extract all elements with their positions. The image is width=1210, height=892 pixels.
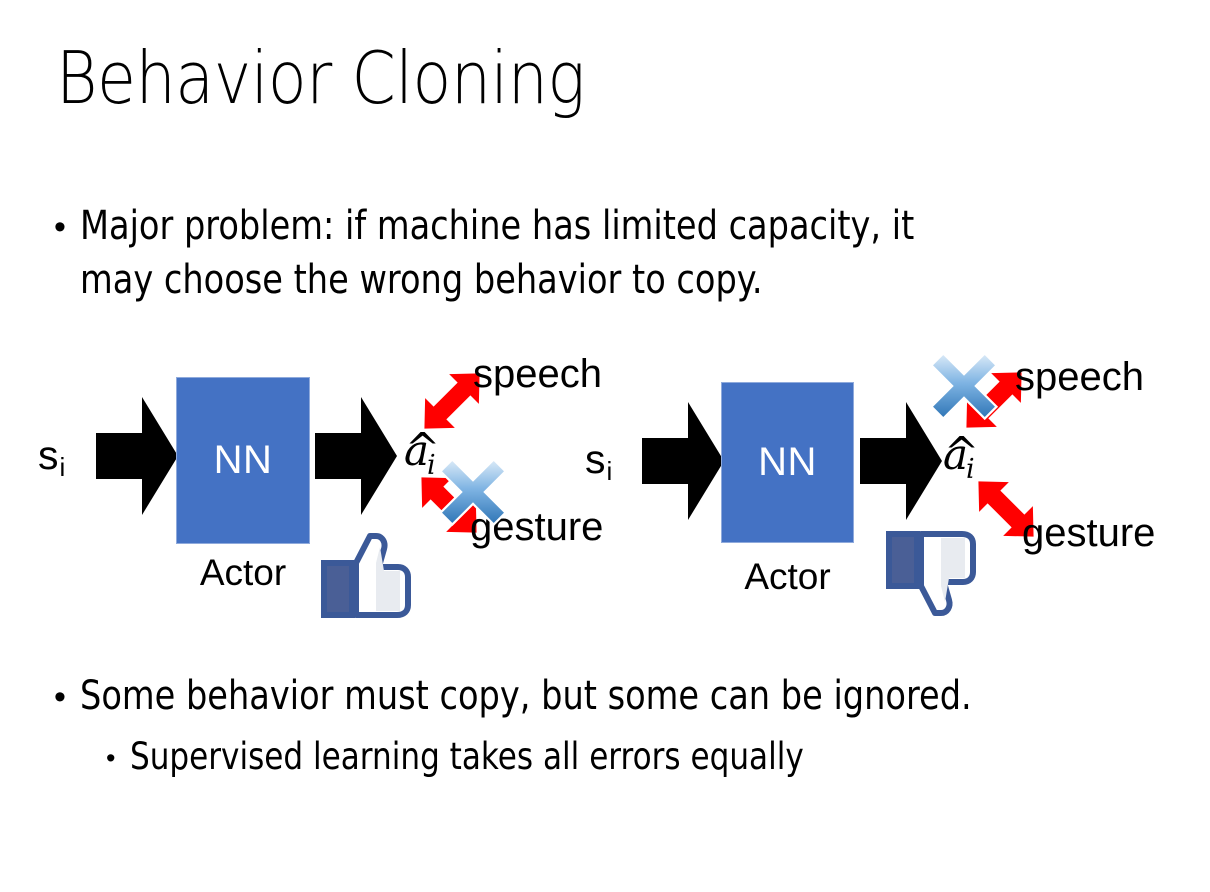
left-speech-arrow-icon [424,373,480,429]
left-input-arrow-icon [96,397,178,515]
right-action-hat-icon: ^ [944,428,980,477]
left-cross-out-icon [438,457,508,527]
right-speech-label: speech [1015,355,1144,399]
right-action-subscript: i [966,454,975,485]
right-cross-out-icon [929,351,999,421]
right-nn-label: NN [758,440,817,484]
left-action-hat-icon: ^ [405,424,441,473]
bullet-top: • Major problem: if machine has limited … [54,200,1073,308]
left-actor-caption: Actor [199,552,287,593]
bullet-bottom-level1: • Some behavior must copy, but some can … [54,670,1142,724]
bullet-top-line-1: • Major problem: if machine has limited … [54,200,1073,254]
right-nn-box: NN [721,382,854,543]
bullet-top-text-line-2: may choose the wrong behavior to copy. [80,257,763,303]
right-output-arrow-icon [860,402,942,520]
left-nn-label: NN [213,438,273,482]
bullet-bottom-level2-text: Supervised learning takes all errors equ… [130,735,804,778]
right-action-symbol: a [943,430,969,479]
bullet-bottom-level2: • Supervised learning takes all errors e… [106,732,932,784]
right-gesture-arrow-icon [978,481,1034,537]
bullet-spacer [54,254,80,308]
bullet-bottom-level1-row: • Some behavior must copy, but some can … [54,670,1142,724]
bullet-marker: • [106,743,116,773]
bullet-top-line-2: may choose the wrong behavior to copy. [54,254,1073,308]
right-state-symbol: s [585,436,606,482]
slide-title: Behavior Cloning [56,36,586,120]
left-action-symbol: a [404,426,430,475]
right-actor-caption: Actor [744,556,831,597]
left-state-label: si [38,432,66,482]
left-action-label: ^ai [404,424,441,481]
right-state-subscript: i [606,456,613,486]
thumbs-up-icon [321,533,411,618]
bullet-marker: • [54,678,66,716]
left-state-subscript: i [59,452,66,482]
right-input-arrow-icon [642,402,724,520]
left-action-subscript: i [427,450,436,481]
left-speech-label: speech [473,352,602,396]
left-nn-box: NN [176,377,310,544]
thumbs-down-icon [886,531,976,616]
bullet-marker: • [54,208,66,246]
right-gesture-label: gesture [1022,511,1156,555]
right-action-label: ^ai [943,428,980,485]
bullet-bottom-level1-text: Some behavior must copy, but some can be… [80,673,972,719]
left-state-symbol: s [38,432,59,478]
bullet-bottom-level2-row: • Supervised learning takes all errors e… [106,732,932,784]
left-output-arrow-icon [315,397,397,515]
right-state-label: si [585,436,613,486]
bullet-top-text-line-1: Major problem: if machine has limited ca… [80,203,915,249]
